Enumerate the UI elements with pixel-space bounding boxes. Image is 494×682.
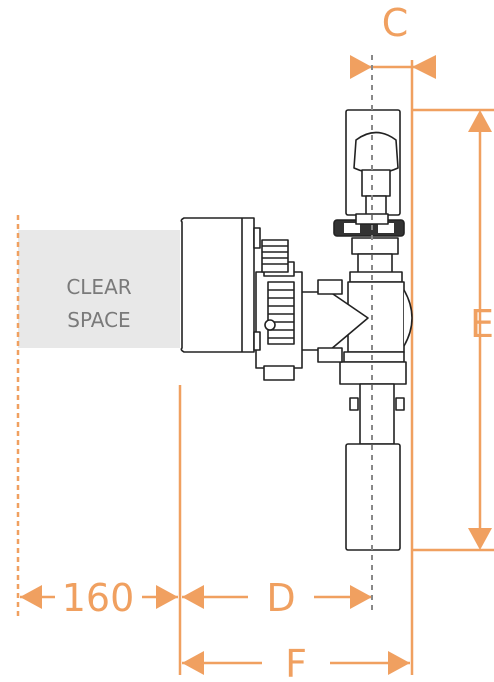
dimension-e	[468, 110, 492, 550]
top-valve-neck	[361, 169, 391, 197]
upper-body-ring	[349, 271, 403, 283]
dimension-e-label: E	[470, 302, 494, 346]
upper-body-neck	[357, 253, 393, 275]
column-rear-cap	[403, 289, 413, 347]
upper-body-segment	[351, 237, 399, 255]
column-lower-ring	[343, 351, 405, 363]
lower-pipe	[359, 383, 395, 445]
front-cover-clip-bottom	[253, 331, 261, 351]
top-valve-handle	[353, 131, 399, 174]
shower-unit-drawing	[180, 109, 413, 551]
elbow-top-nut	[317, 279, 343, 295]
extension-lines	[16, 60, 494, 675]
dimension-f	[182, 651, 410, 675]
front-cover	[180, 217, 255, 353]
clear-space-area	[18, 230, 180, 348]
lower-pipe-clip-left	[349, 397, 359, 411]
control-body-bottom-collar	[263, 365, 295, 381]
dimension-d-label: D	[266, 576, 295, 620]
control-indicator	[264, 319, 276, 331]
dimension-c	[350, 55, 436, 79]
dimension-c-label: C	[382, 1, 409, 45]
dimension-f-label: F	[285, 642, 307, 682]
dimension-160-label: 160	[62, 576, 135, 620]
clear-space-label-line2: SPACE	[67, 308, 130, 332]
elbow-bottom-nut	[317, 347, 343, 363]
dimension-160	[20, 585, 178, 609]
lower-pipe-clip-right	[395, 397, 405, 411]
front-cover-clip-top	[253, 227, 261, 249]
clear-space-label-line1: CLEAR	[66, 275, 131, 299]
finned-section	[261, 239, 295, 345]
dimension-d	[182, 585, 372, 609]
